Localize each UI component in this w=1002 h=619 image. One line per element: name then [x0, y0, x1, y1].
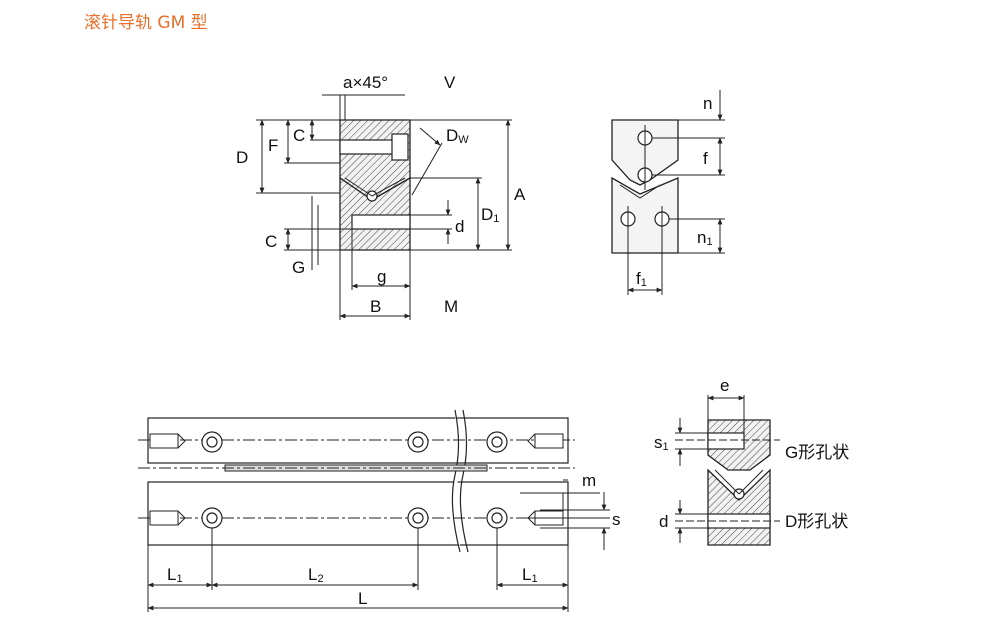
hole-bot-1 [201, 507, 223, 529]
cross-section-view: a×45° V DW D F C A D1 d [236, 73, 526, 320]
label-B: B [370, 297, 381, 316]
hole-top-3 [486, 431, 508, 453]
label-V: V [444, 73, 456, 92]
label-Dw: DW [446, 126, 469, 146]
page-title: 滚针导轨 GM 型 [84, 13, 208, 33]
hole-bot-2 [407, 507, 429, 529]
label-G: G [292, 258, 305, 277]
label-L1-right: L1 [522, 565, 538, 585]
label-n1: n1 [697, 228, 713, 248]
label-L: L [358, 589, 367, 608]
label-A: A [514, 185, 526, 204]
label-M: M [444, 297, 458, 316]
label-g: g [377, 267, 386, 286]
plan-view: m s L1 L2 L1 L [138, 409, 621, 612]
label-chamfer: a×45° [343, 73, 388, 92]
label-d-bottom: d [659, 512, 668, 531]
label-D-hole: D形孔状 [785, 512, 848, 531]
label-D: D [236, 148, 248, 167]
label-f1: f1 [636, 269, 647, 289]
hole-bot-3 [486, 507, 508, 529]
hole-top-2 [407, 431, 429, 453]
label-G-hole: G形孔状 [785, 443, 849, 462]
label-L2: L2 [308, 565, 324, 585]
label-n: n [703, 94, 712, 113]
label-f: f [703, 149, 708, 168]
label-m: m [582, 471, 596, 490]
label-F: F [268, 136, 278, 155]
label-L1-left: L1 [167, 565, 183, 585]
hole-top-1 [201, 431, 223, 453]
label-d-top: d [455, 217, 464, 236]
end-view: n f n1 f1 [611, 90, 725, 295]
hole-shape-detail: e s1 d G形孔状 D形孔状 [654, 376, 849, 546]
label-C-top: C [293, 126, 305, 145]
label-s: s [612, 510, 621, 529]
label-s1: s1 [654, 433, 669, 453]
label-e: e [720, 376, 729, 395]
label-D1: D1 [481, 205, 499, 225]
label-C-bottom: C [265, 232, 277, 251]
